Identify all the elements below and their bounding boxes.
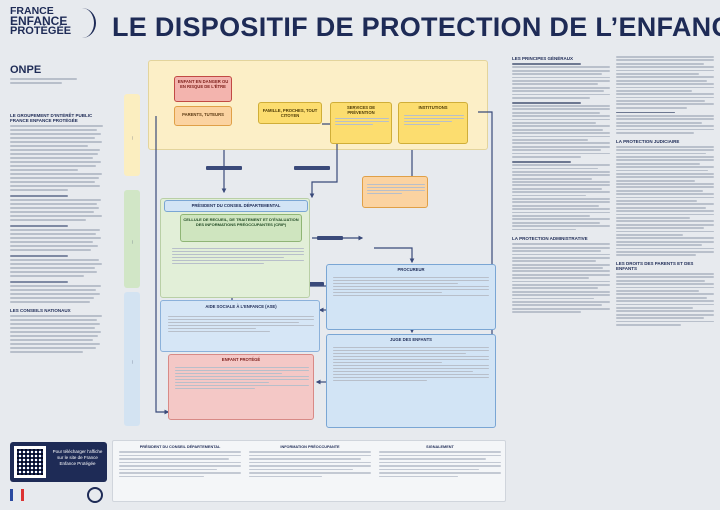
left-text-block-3 xyxy=(10,315,107,353)
page-title: LE DISPOSITIF DE PROTECTION DE L’ENFANCE xyxy=(112,12,720,42)
logo-curve-icon xyxy=(68,8,96,38)
logo-line1: FRANCE xyxy=(10,5,54,17)
box-famille-label: FAMILLE, PROCHES, TOUT CITOYEN xyxy=(262,108,318,118)
seal-logo xyxy=(87,487,103,503)
definition-signalement-title: SIGNALEMENT xyxy=(426,445,454,449)
box-president-cd: PRÉSIDENT DU CONSEIL DÉPARTEMENTAL xyxy=(164,200,308,212)
partner-logos xyxy=(10,487,107,505)
definition-signalement: SIGNALEMENT xyxy=(379,445,501,499)
box-institutions: INSTITUTIONS xyxy=(398,102,468,144)
ase-details xyxy=(168,314,314,334)
box-enfant-en-danger-label: ENFANT EN DANGER OU EN RISQUE DE L’ÊTRE xyxy=(177,79,229,89)
box-ase: AIDE SOCIALE À L’ENFANCE (ASE) xyxy=(182,302,300,311)
definition-information-preoccupante: INFORMATION PRÉOCCUPANTE xyxy=(249,445,371,499)
box-crip: CELLULE DE RECUEIL, DE TRAITEMENT ET D’É… xyxy=(180,214,302,242)
protection-diagram: — — — xyxy=(112,52,506,436)
left-heading-conseils: LES CONSEILS NATIONAUX xyxy=(10,308,71,313)
left-text-block-1 xyxy=(10,125,107,191)
box-juge-enfants-label: JUGE DES ENFANTS xyxy=(390,337,432,342)
logo-line3: PROTÉGÉE xyxy=(10,25,72,37)
right-heading-administrative: LA PROTECTION ADMINISTRATIVE xyxy=(512,236,588,242)
box-enfant-protege-label: ENFANT PROTÉGÉ xyxy=(221,357,261,362)
france-enfance-protegee-logo: FRANCE ENFANCE PROTÉGÉE xyxy=(10,6,105,58)
left-column: LE GROUPEMENT D’INTÉRÊT PUBLIC FRANCE EN… xyxy=(10,110,107,445)
left-heading-gip: LE GROUPEMENT D’INTÉRÊT PUBLIC FRANCE EN… xyxy=(10,113,93,123)
band-judiciaire: — xyxy=(124,292,140,426)
right-subcolumn-1: LES PRINCIPES GÉNÉRAUX LA PROTECTION ADM… xyxy=(512,52,610,315)
band-prevention: — xyxy=(124,94,140,176)
definition-president-cd-title: PRÉSIDENT DU CONSEIL DÉPARTEMENTAL xyxy=(139,445,221,449)
crip-details xyxy=(172,246,304,266)
box-parents-tuteurs-label: PARENTS, TUTEURS xyxy=(182,112,224,117)
right-column: LES PRINCIPES GÉNÉRAUX LA PROTECTION ADM… xyxy=(512,52,714,504)
box-institutions-label: INSTITUTIONS xyxy=(418,105,448,110)
box-crip-label: CELLULE DE RECUEIL, DE TRAITEMENT ET D’É… xyxy=(183,217,299,227)
onpe-logo: ONPE xyxy=(10,64,105,104)
box-president-cd-label: PRÉSIDENT DU CONSEIL DÉPARTEMENTAL xyxy=(191,203,281,208)
box-procureur: PROCUREUR xyxy=(326,264,496,330)
qr-caption: Pour télécharger l’affiche sur le site d… xyxy=(52,449,103,466)
download-qr-panel[interactable]: Pour télécharger l’affiche sur le site d… xyxy=(10,442,107,482)
box-juge-enfants: JUGE DES ENFANTS xyxy=(326,334,496,428)
definition-president-cd: PRÉSIDENT DU CONSEIL DÉPARTEMENTAL xyxy=(119,445,241,499)
box-services-prevention: SERVICES DE PRÉVENTION xyxy=(330,102,392,144)
definition-ip-title: INFORMATION PRÉOCCUPANTE xyxy=(280,445,340,449)
box-procureur-label: PROCUREUR xyxy=(397,267,425,272)
box-enfant-protege: ENFANT PROTÉGÉ xyxy=(168,354,314,420)
box-ase-label: AIDE SOCIALE À L’ENFANCE (ASE) xyxy=(205,304,277,309)
right-subcolumn-2: LA PROTECTION JUDICIAIRE LES DROITS DES … xyxy=(616,52,714,327)
onpe-name: ONPE xyxy=(10,64,42,76)
bottom-definitions: PRÉSIDENT DU CONSEIL DÉPARTEMENTAL INFOR… xyxy=(112,440,506,502)
box-famille: FAMILLE, PROCHES, TOUT CITOYEN xyxy=(258,102,322,124)
logo-line2: ENFANCE xyxy=(10,14,68,28)
box-saisine-info xyxy=(362,176,428,208)
right-heading-judiciaire: LA PROTECTION JUDICIAIRE xyxy=(616,138,680,144)
onpe-subtitle xyxy=(10,78,105,84)
right-heading-droits: LES DROITS DES PARENTS ET DES ENFANTS xyxy=(616,261,694,272)
box-parents-tuteurs: PARENTS, TUTEURS xyxy=(174,106,232,126)
band-administrative: — xyxy=(124,190,140,288)
right-heading-principes: LES PRINCIPES GÉNÉRAUX xyxy=(512,56,574,61)
qr-code[interactable] xyxy=(14,446,46,478)
republique-francaise-logo xyxy=(10,489,24,501)
box-services-prevention-label: SERVICES DE PRÉVENTION xyxy=(346,105,376,115)
zone-ase xyxy=(160,300,320,352)
box-enfant-en-danger: ENFANT EN DANGER OU EN RISQUE DE L’ÊTRE xyxy=(174,76,232,102)
left-text-block-2 xyxy=(10,195,107,303)
